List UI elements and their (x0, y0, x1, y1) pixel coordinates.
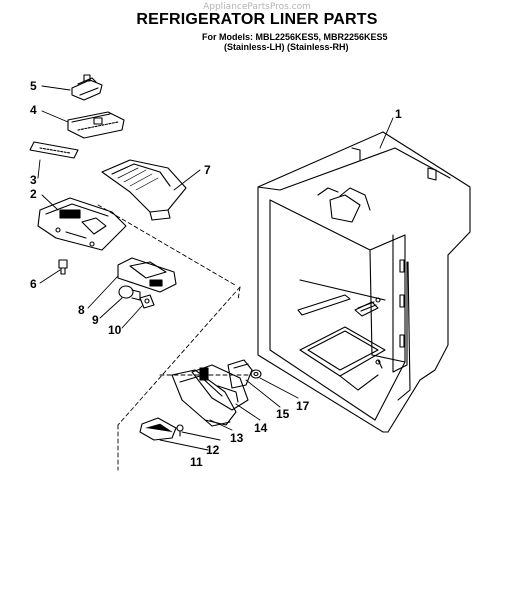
callout-1: 1 (395, 107, 402, 121)
callout-7: 7 (204, 163, 211, 177)
part-6-screw (58, 259, 68, 275)
callout-10: 10 (108, 323, 122, 337)
part-17-clip (250, 369, 262, 379)
part-7-lamp-cover (101, 159, 187, 221)
callout-2: 2 (30, 187, 37, 201)
callout-6: 6 (30, 277, 37, 291)
callout-8: 8 (78, 303, 85, 317)
callout-4: 4 (30, 103, 37, 117)
callout-12: 12 (206, 443, 220, 457)
assembly-guide-lines (97, 204, 251, 471)
part-9-bulb (118, 285, 141, 301)
part-11-handle (139, 417, 177, 441)
part-2-lamp-housing (37, 197, 127, 251)
liner-box (257, 131, 471, 433)
callout-17: 17 (296, 399, 310, 413)
part-10-socket (139, 294, 155, 309)
callout-3: 3 (30, 173, 37, 187)
callout-15: 15 (276, 407, 290, 421)
part-14-housing (191, 364, 249, 411)
callout-9: 9 (92, 313, 99, 327)
callout-13: 13 (230, 431, 244, 445)
callout-14: 14 (254, 421, 268, 435)
part-5-clip (71, 74, 103, 101)
part-3-label-strip (29, 141, 79, 159)
variants-line: (Stainless-LH) (Stainless-RH) (224, 42, 349, 52)
models-line: For Models: MBL2256KES5, MBR2256KES5 (202, 32, 388, 42)
page-title: REFRIGERATOR LINER PARTS (136, 11, 378, 28)
callout-5: 5 (30, 79, 37, 93)
callout-labels: 1 2 3 4 5 6 7 8 9 10 11 12 13 14 15 17 (30, 79, 402, 469)
part-4-bracket (67, 111, 125, 139)
part-8-switch-plate (117, 257, 177, 293)
part-15-switch (227, 359, 253, 389)
callout-11: 11 (190, 455, 203, 469)
part-12-screw (176, 424, 184, 437)
watermark: AppliancePartsPros.com (203, 2, 311, 12)
leader-lines (37, 85, 394, 451)
